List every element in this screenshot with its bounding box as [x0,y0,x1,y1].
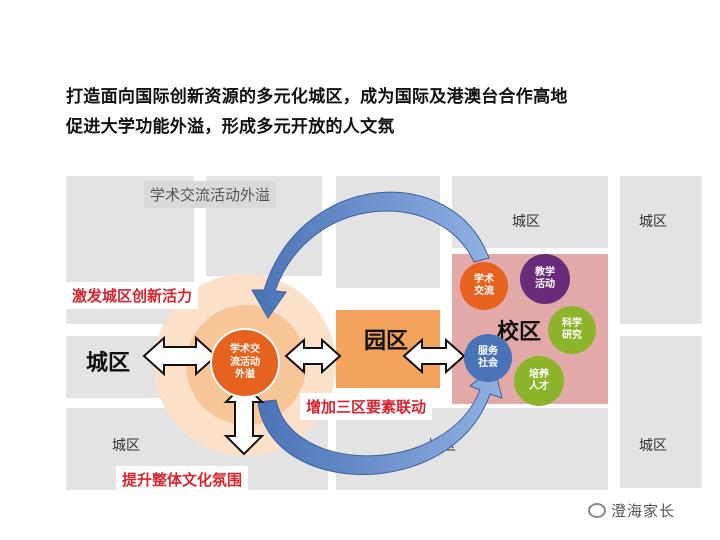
city-label-far-right-bottom: 城区 [639,438,667,454]
double-arrow-city-core [142,335,218,377]
double-arrow-core-down [223,382,265,456]
chat-bubble-icon [588,503,606,518]
service-circle: 服务 社会 [464,334,512,382]
city-block-far-right-bottom [620,336,702,488]
brand-watermark: 澄海家长 [588,500,675,521]
heading-line-2: 促进大学功能外溢，形成多元开放的人文氛 [66,117,395,137]
top-curved-arrow [251,191,490,319]
park-zone-label: 园区 [364,329,409,354]
double-arrow-park-campus [402,337,466,375]
city-label-bottom-left: 城区 [112,438,140,454]
bottom-curved-arrow [257,365,503,475]
teaching-circle: 教学 活动 [520,254,570,304]
core-spillover-circle: 学术交 流活动 外溢 [210,328,280,398]
city-label-far-right-top: 城区 [639,214,667,230]
culture-label: 提升整体文化氛围 [116,466,249,493]
academic-spillover-label: 学术交流活动外溢 [144,181,277,208]
linkage-label: 增加三区要素联动 [300,393,433,420]
heading-line-1: 打造面向国际创新资源的多元化城区，成为国际及港澳台合作高地 [66,87,568,107]
exchange-circle: 学术 交流 [460,262,508,310]
brand-text: 澄海家长 [611,502,676,520]
city-zone-label: 城区 [86,351,131,376]
cultivation-circle: 培养 人才 [514,356,564,406]
city-block-far-right-top [620,176,702,324]
stimulate-innovation-label: 激发城区创新活力 [66,282,199,309]
city-label-top-right: 城区 [512,214,540,230]
double-arrow-core-park [284,337,342,375]
research-circle: 科学 研究 [548,306,596,354]
